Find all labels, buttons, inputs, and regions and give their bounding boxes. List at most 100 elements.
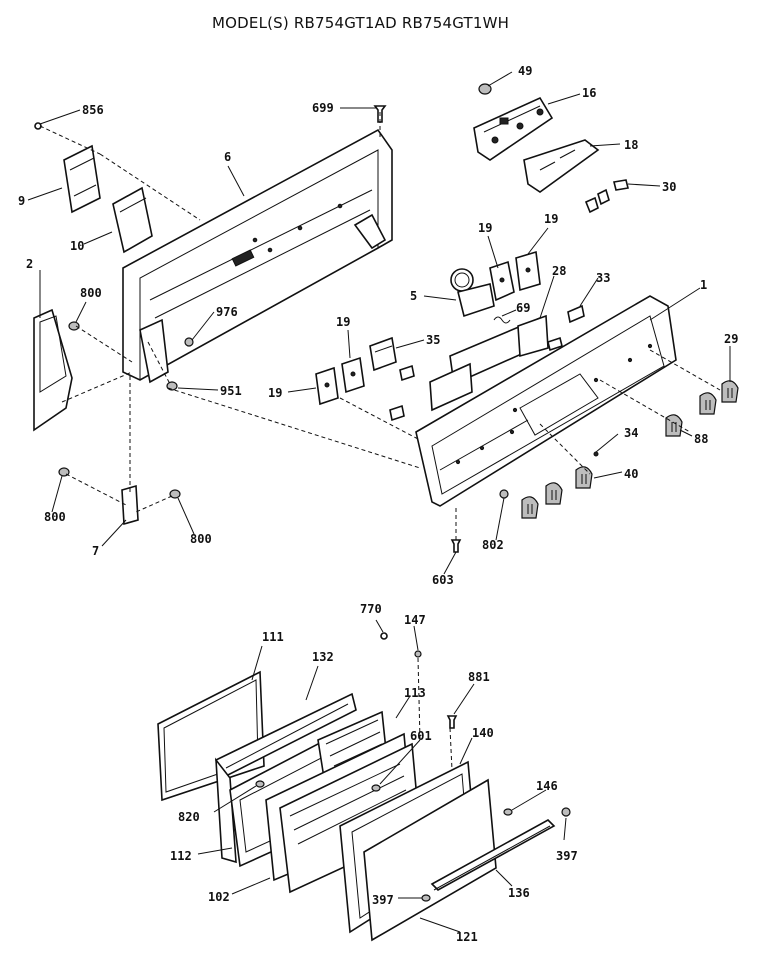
screw-397-a-part — [561, 807, 571, 817]
knob-88-b-part — [665, 414, 683, 437]
label-136: 136 — [508, 886, 530, 900]
label-770: 770 — [360, 602, 382, 616]
label-132: 132 — [312, 650, 334, 664]
label-6: 6 — [224, 150, 231, 164]
label-30: 30 — [662, 180, 676, 194]
knob-29-part — [721, 380, 739, 403]
switch-19-mid-part — [341, 356, 365, 394]
screw-397-b-part — [421, 894, 431, 902]
label-2: 2 — [26, 257, 33, 271]
label-18: 18 — [624, 138, 638, 152]
pushbuttons-30-part — [584, 179, 629, 214]
model-title: MODEL(S) RB754GT1AD RB754GT1WH — [212, 14, 510, 32]
label-601: 601 — [410, 729, 432, 743]
knob-40-b-part — [545, 482, 563, 505]
glass-121-part — [363, 778, 497, 942]
switch-35-part — [369, 336, 397, 372]
label-121: 121 — [456, 930, 478, 944]
switch-19-upper-right-part — [515, 250, 541, 292]
label-19-c: 19 — [336, 315, 350, 329]
screw-770-part — [380, 632, 388, 640]
knob-40-c-part — [521, 496, 539, 519]
label-49: 49 — [518, 64, 532, 78]
spring-34-part — [593, 451, 599, 457]
label-69: 69 — [516, 301, 530, 315]
screw-800-c-part — [169, 489, 181, 499]
label-147: 147 — [404, 613, 426, 627]
clip-small-part — [547, 336, 563, 352]
screw-603-part — [450, 539, 462, 553]
label-397-a: 397 — [556, 849, 578, 863]
overlay-18-part — [523, 139, 600, 193]
clip-951-part — [166, 381, 178, 391]
screw-146-part — [503, 808, 513, 816]
label-820: 820 — [178, 810, 200, 824]
label-16: 16 — [582, 86, 596, 100]
label-881: 881 — [468, 670, 490, 684]
clock-16-part — [473, 96, 554, 161]
bracket-28-part — [429, 314, 549, 412]
label-19-b: 19 — [544, 212, 558, 226]
label-29: 29 — [724, 332, 738, 346]
bracket-7-part — [121, 484, 139, 526]
label-1: 1 — [700, 278, 707, 292]
label-33: 33 — [596, 271, 610, 285]
label-802: 802 — [482, 538, 504, 552]
label-102: 102 — [208, 890, 230, 904]
label-9: 9 — [18, 194, 25, 208]
label-856: 856 — [82, 103, 104, 117]
label-19-d: 19 — [268, 386, 282, 400]
knob-88-a-part — [699, 392, 717, 415]
spring-69-part — [493, 316, 511, 324]
label-800-a: 800 — [80, 286, 102, 300]
motor-5-part — [450, 268, 495, 318]
label-140: 140 — [472, 726, 494, 740]
screw-802-part — [499, 489, 509, 499]
label-111: 111 — [262, 630, 284, 644]
screw-800-a-part — [68, 321, 80, 331]
label-28: 28 — [552, 264, 566, 278]
label-5: 5 — [410, 289, 417, 303]
label-699: 699 — [312, 101, 334, 115]
switch-19-upper-left-part — [489, 260, 515, 302]
gasket-132-part — [215, 692, 357, 864]
label-112: 112 — [170, 849, 192, 863]
hinge-pin-147-part — [414, 650, 422, 658]
label-88: 88 — [694, 432, 708, 446]
screw-881-part — [446, 715, 458, 729]
label-603: 603 — [432, 573, 454, 587]
label-40: 40 — [624, 467, 638, 481]
label-35: 35 — [426, 333, 440, 347]
control-panel-1-part — [415, 295, 677, 507]
clock-knob-49-part — [478, 83, 492, 95]
label-19-a: 19 — [478, 221, 492, 235]
clip-lower-1-part — [399, 364, 415, 382]
clip-33-part — [567, 304, 585, 324]
grommet-976-part — [184, 337, 194, 347]
knob-40-part — [575, 466, 593, 489]
switch-19-lower-part — [315, 366, 339, 406]
label-397-b: 397 — [372, 893, 394, 907]
leader-lines-lower — [197, 619, 567, 933]
label-951: 951 — [220, 384, 242, 398]
label-800-b: 800 — [44, 510, 66, 524]
screw-601-part — [371, 784, 381, 792]
label-976: 976 — [216, 305, 238, 319]
label-7: 7 — [92, 544, 99, 558]
bracket-9-part — [63, 144, 101, 214]
label-34: 34 — [624, 426, 638, 440]
leader-lines-upper — [27, 71, 731, 575]
end-cap-2-part — [33, 308, 73, 432]
screw-820-part — [255, 780, 265, 788]
label-113: 113 — [404, 686, 426, 700]
handle-136-part — [430, 819, 556, 891]
backsplash-frame-part — [122, 128, 393, 384]
part-labels: 856 699 49 16 18 6 9 10 30 19 19 2 800 9… — [18, 64, 738, 944]
clip-lower-2-part — [389, 404, 405, 422]
label-10: 10 — [70, 239, 84, 253]
bracket-10-part — [112, 186, 153, 254]
label-800-c: 800 — [190, 532, 212, 546]
label-146: 146 — [536, 779, 558, 793]
